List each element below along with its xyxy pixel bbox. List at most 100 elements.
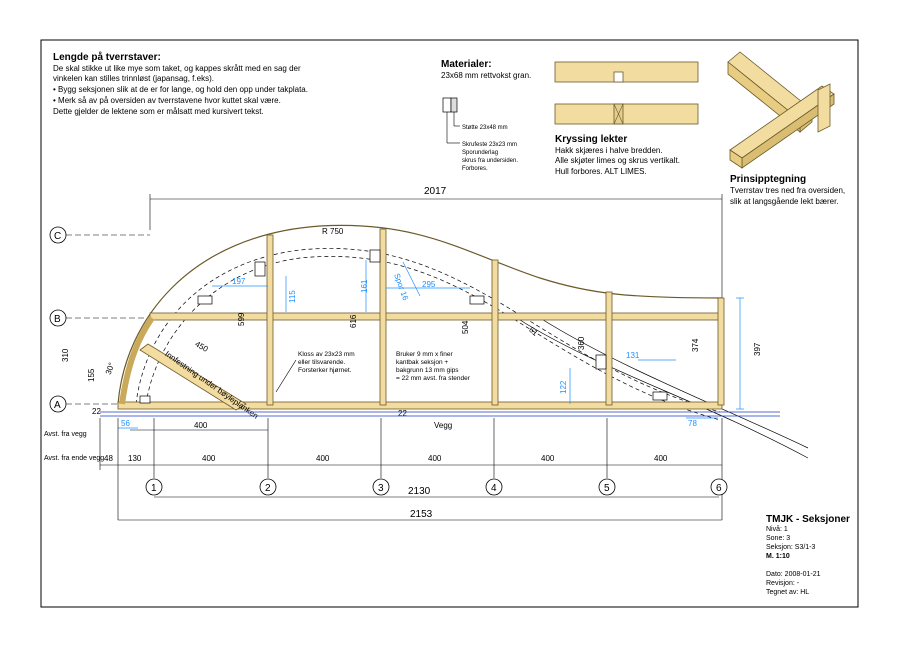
titleblock-title: TMJK - Seksjoner [766,514,850,525]
curved-rib [119,316,155,405]
dim-total-top: 2017 [424,186,447,197]
avst-vegg-label: Avst. fra vegg [44,431,87,438]
dim-spor: Spor 16 [392,272,410,302]
dim-197: 197 [232,277,246,286]
dim-616: 616 [349,314,358,328]
avst-ende-label: Avst. fra ende vegg [44,455,104,462]
notes-line: De skal stikke ut like mye som taket, og… [53,64,301,73]
block [652,391,668,401]
dim-400: 400 [316,454,330,463]
bruker-note: kantbak seksjon + [396,359,448,366]
titleblock-scale: M. 1:10 [766,553,790,560]
kloss-note: Kloss av 23x23 mm [298,351,355,358]
materials-detail: Støtte 23x48 mm [462,125,508,131]
dim-400: 400 [428,454,442,463]
dim-599: 599 [237,312,246,326]
dim-400: 400 [654,454,668,463]
grid-marker-4: 4 [485,478,503,496]
dim-397: 397 [753,342,762,356]
dim-400: 400 [541,454,555,463]
dim-radius: R 750 [322,227,344,236]
kloss-note: eller tilsvarende. [298,359,346,366]
level-marker-c: C [49,226,150,244]
bruker-note: = 22 mm avst. fra stender [396,375,471,382]
materials-title: Materialer: [441,59,492,70]
grid-marker-5: 5 [598,478,616,496]
dim-374: 374 [691,338,700,352]
middle-rail [149,312,723,321]
post-2 [266,234,274,406]
dim-161: 161 [360,279,369,293]
joint-detail-top [554,61,699,83]
grid-marker-6: 6 [710,478,728,496]
post-3 [379,228,387,406]
titleblock-seksjon: Seksjon: S3/1-3 [766,544,816,551]
dim-22a: 22 [92,407,101,416]
titleblock-niva: Nivå: 1 [766,525,788,533]
post-6 [717,297,725,406]
crossing-title: Kryssing lekter [555,134,627,145]
dim-400: 400 [202,454,216,463]
dim-360: 360 [577,336,586,350]
dim-130: 130 [128,454,142,463]
titleblock-dato: Dato: 2008-01-21 [766,571,821,578]
svg-text:5: 5 [604,483,610,494]
notes-line: • Merk så av på oversiden av tverrstaven… [53,96,281,105]
principle-sketch [727,51,835,169]
svg-text:6: 6 [716,483,722,494]
track-extension [519,319,809,459]
crossing-line: Hull forbores. ALT LIMES. [555,167,647,176]
principle-line: slik at langsgående lekt bærer. [730,197,839,206]
post-4 [491,259,499,406]
wall-label: Vegg [434,421,452,430]
dim-400a: 400 [194,421,208,430]
svg-text:B: B [54,314,61,325]
blue-dimensions [118,260,744,429]
materials-detail: skrus fra undersiden. [462,158,518,164]
materials-text: 23x68 mm rettvokst gran. [441,71,531,80]
dim-2153: 2153 [410,509,433,520]
dim-diag: Innfestning under bøyleplanken [163,349,260,420]
dim-61: 61 [527,325,540,338]
dim-56: 56 [121,419,130,428]
block [469,295,485,305]
bottom-rail [117,401,723,410]
level-marker-a: A [49,395,120,413]
block [139,395,151,404]
block [254,261,266,277]
titleblock-sone: Sone: 3 [766,535,790,542]
dim-310: 310 [61,348,70,362]
notes-title: Lengde på tverrstaver: [53,51,161,63]
crossing-line: Alle skjøter limes og skrus vertikalt. [555,156,680,165]
dim-2130: 2130 [408,486,431,497]
crossing-line: Hakk skjæres i halve bredden. [555,146,663,155]
principle-line: Tverrstav tres ned fra oversiden, [730,186,845,195]
svg-text:A: A [54,400,61,411]
dim-22b: 22 [398,409,407,418]
post-5 [605,291,613,406]
svg-text:4: 4 [491,483,497,494]
kloss-note: Forsterker hjørnet. [298,367,352,374]
diagonal-brace [139,343,247,411]
notes-line: • Bygg seksjonen slik at de er for lange… [53,85,308,94]
track-line-2 [145,256,721,421]
dim-155: 155 [87,368,96,382]
svg-text:3: 3 [378,483,384,494]
dim-78: 78 [688,419,697,428]
block [197,295,213,305]
svg-text:1: 1 [151,483,157,494]
dim-48: 48 [104,454,113,463]
materials-detail: Skrufeste 23x23 mm [462,142,517,148]
dim-295: 295 [422,280,436,289]
grid-marker-3: 3 [372,478,390,496]
svg-text:C: C [54,231,61,242]
titleblock-revisjon: Revisjon: - [766,580,800,587]
block [595,354,607,370]
titleblock-tegnet: Tegnet av: HL [766,589,809,596]
materials-detail: Sporunderlag [462,150,498,156]
profile-detail [442,97,460,144]
bruker-note: bakgrunn 13 mm gips [396,367,459,374]
dim-115: 115 [288,290,297,303]
joint-detail-bottom [554,103,699,125]
level-marker-b: B [49,309,150,327]
